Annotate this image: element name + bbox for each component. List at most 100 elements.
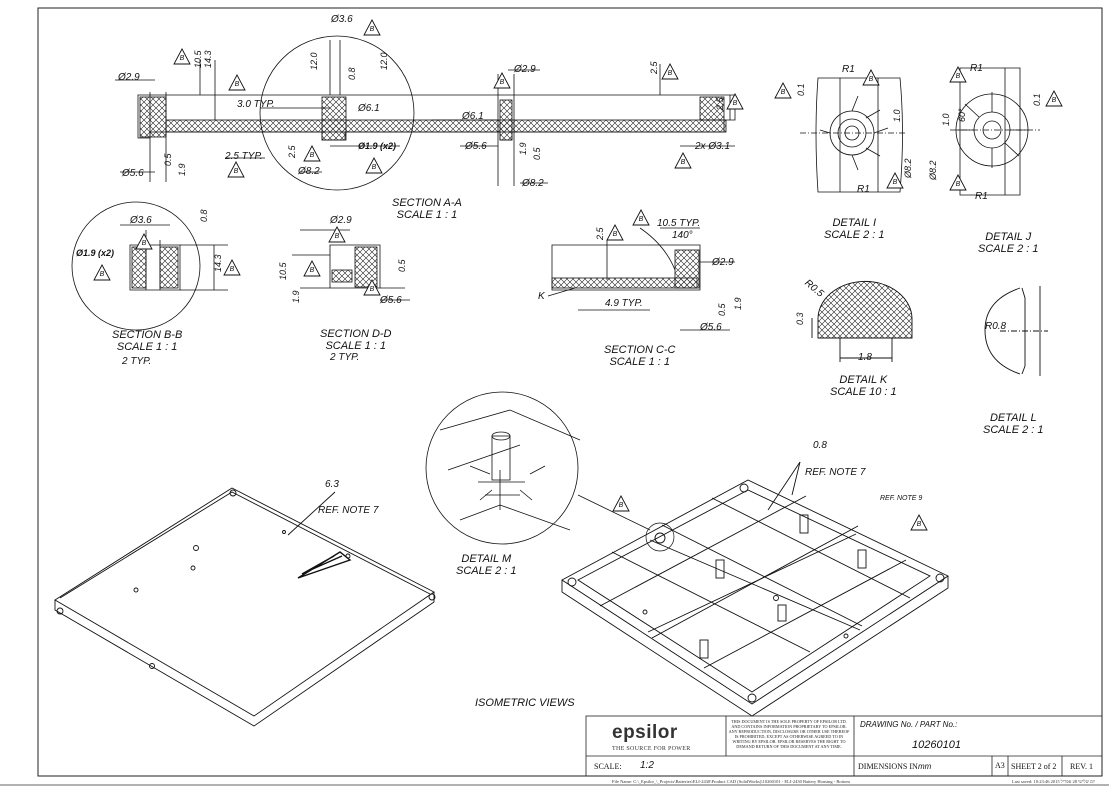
detail-l-name: DETAIL L [989, 412, 1037, 424]
datum-label: B [230, 266, 235, 273]
datum-label: B [781, 89, 786, 96]
detail-j-scale: SCALE 2 : 1 [978, 242, 1039, 255]
dim-label: 2.5 TYP. [225, 151, 263, 162]
dim-label: 1.9 [177, 163, 187, 176]
dim-label: 0.1 [796, 83, 806, 96]
section-bb-drawing [71, 201, 228, 331]
detail-l-scale: SCALE 2 : 1 [983, 423, 1044, 436]
datum-label: B [619, 502, 624, 509]
dim-label: 12.0 [309, 52, 319, 70]
datum-label: B [893, 179, 898, 186]
scale-label: SCALE: [594, 762, 622, 771]
last-saved: Last saved: 10:23:46 2015 יום שלישי 28 א… [1012, 779, 1096, 784]
detail-i-drawing [800, 77, 905, 193]
dim-label: 10.5 [193, 50, 203, 68]
section-aa-scale: SCALE 1 : 1 [396, 208, 458, 221]
dim-label: 0.8 [347, 67, 357, 80]
dim-label: Ø2.9 [514, 64, 536, 75]
detail-m-name: DETAIL M [461, 553, 512, 565]
dimensions-unit: mm [918, 762, 932, 771]
dim-label: R1 [970, 63, 983, 74]
detail-j-drawing [950, 67, 1040, 196]
dim-label: 0.5 [397, 259, 407, 272]
datum-label: B [956, 73, 961, 80]
datum-label: B [310, 267, 315, 274]
dim-label: Ø3.6 [130, 215, 152, 226]
dim-label: 12.0 [379, 52, 389, 70]
datum-label: B [1052, 97, 1057, 104]
detail-l-drawing [984, 286, 1048, 376]
dim-label: 1.0 [941, 113, 951, 126]
dim-label: 1.8 [858, 352, 872, 363]
section-bb-scale: SCALE 1 : 1 [116, 340, 178, 353]
dim-label: 10.5 [278, 262, 288, 280]
datum-label: B [917, 521, 922, 528]
company-tagline: THE SOURCE FOR POWER [612, 746, 691, 752]
dim-label: 1.0 [892, 109, 902, 122]
ref-note-7-right: REF. NOTE 7 [805, 467, 866, 478]
datum-label: B [142, 240, 147, 247]
ref-note-7-left: REF. NOTE 7 [318, 505, 379, 516]
datum-markers [93, 19, 1063, 531]
drawing-no-label: DRAWING No. / PART No.: [860, 720, 958, 729]
dim-label: Ø2.9 [330, 215, 352, 226]
datum-label: B [180, 55, 185, 62]
dimensions-label: DIMENSIONS IN [858, 762, 918, 771]
isometric-views-title: ISOMETRIC VIEWS [475, 697, 575, 709]
section-aa-drawing [115, 35, 736, 191]
datum-label: B [370, 26, 375, 33]
dim-label: 1.9 [518, 142, 528, 155]
section-bb-name: SECTION B-B [112, 329, 183, 341]
dim-6-3: 6.3 [325, 479, 339, 490]
datum-label: B [235, 81, 240, 88]
dim-label: Ø1.9 (x2) [358, 141, 397, 151]
section-dd-scale: SCALE 1 : 1 [325, 339, 387, 352]
datum-label: B [234, 168, 239, 175]
dim-label: Ø5.6 [465, 141, 487, 152]
datum-label: B [500, 79, 505, 86]
dim-label: 140° [672, 230, 693, 241]
detail-k-drawing [811, 280, 913, 362]
section-dd-name: SECTION D-D [320, 328, 392, 340]
datum-label: B [372, 164, 377, 171]
dim-label: 0.8 [199, 209, 209, 222]
section-cc-scale: SCALE 1 : 1 [609, 355, 671, 368]
dim-label: 2.5 [595, 227, 605, 240]
section-cc-name: SECTION C-C [604, 344, 676, 356]
section-aa-name: SECTION A-A [392, 197, 462, 209]
dim-label: 14.3 [213, 254, 223, 272]
dim-label: 0.5 [532, 147, 542, 160]
section-cc-drawing [547, 227, 735, 331]
datum-label: B [733, 100, 738, 107]
datum-label: B [100, 271, 105, 278]
dim-label: 0.5 [163, 153, 173, 166]
detail-k-scale: SCALE 10 : 1 [830, 385, 897, 398]
datum-label: B [370, 286, 375, 293]
company-logo: epsilor [612, 722, 678, 743]
datum-label: B [681, 159, 686, 166]
detail-i-scale: SCALE 2 : 1 [824, 228, 885, 241]
datum-label: B [639, 216, 644, 223]
dim-label: Ø5.6 [380, 295, 402, 306]
dim-label: Ø8.2 [928, 160, 938, 180]
dim-label: Ø5.6 [700, 322, 722, 333]
dim-label: 1.9 [291, 290, 301, 303]
dim-label: 2x Ø3.1 [695, 141, 731, 152]
dim-label: R1 [975, 191, 988, 202]
section-dd-note: 2 TYP. [330, 352, 360, 363]
section-dd-drawing [292, 229, 410, 301]
dim-label: Ø8.2 [298, 166, 320, 177]
title-block-frame [38, 715, 1103, 777]
sheet-number: SHEET 2 of 2 [1011, 762, 1057, 771]
dim-label: Ø1.9 (x2) [76, 248, 115, 258]
datum-label: B [335, 233, 340, 240]
dim-label: R0.8 [985, 321, 1007, 332]
datum-label: B [613, 231, 618, 238]
detail-m-scale: SCALE 2 : 1 [456, 564, 517, 577]
dim-label: Ø6.1 [358, 103, 380, 114]
proprietary-notice: THIS DOCUMENT IS THE SOLE PROPERTY OF EP… [728, 719, 850, 750]
